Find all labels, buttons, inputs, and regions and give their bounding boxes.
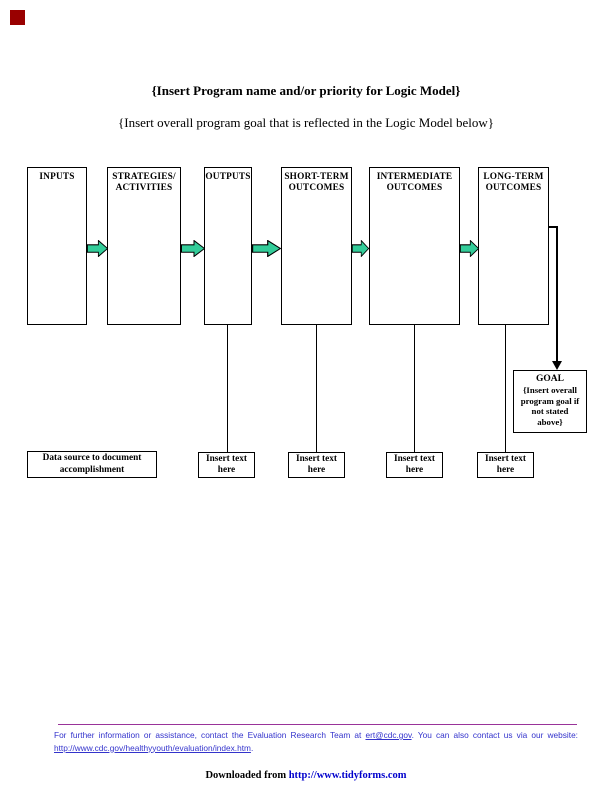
- flow-arrow-icon: [87, 240, 108, 257]
- footer-contact-prefix: For further information or assistance, c…: [54, 730, 366, 740]
- footer-rule: [58, 724, 577, 725]
- download-prefix: Downloaded from: [205, 770, 289, 781]
- column-box-intermediate-outcomes: INTERMEDIATE OUTCOMES: [369, 167, 460, 325]
- goal-box: GOAL {Insert overall program goal if not…: [513, 370, 587, 433]
- column-header: LONG-TERM OUTCOMES: [483, 172, 544, 193]
- connector-line-long-term: [505, 325, 506, 452]
- flow-arrow-icon: [352, 240, 369, 257]
- goal-body: {Insert overall program goal if not stat…: [520, 385, 580, 427]
- column-header: SHORT-TERM OUTCOMES: [284, 172, 349, 193]
- red-corner-marker: [10, 10, 25, 25]
- insert-text-box: Insert text here: [198, 452, 255, 478]
- flow-arrow-icon: [460, 240, 479, 257]
- column-box-inputs: INPUTS: [27, 167, 87, 325]
- page-title: {Insert Program name and/or priority for…: [151, 83, 461, 98]
- insert-text-box: Insert text here: [288, 452, 345, 478]
- column-box-long-term-outcomes: LONG-TERM OUTCOMES: [478, 167, 549, 325]
- column-box-outputs: OUTPUTS: [204, 167, 252, 325]
- footer-contact-line: For further information or assistance, c…: [54, 729, 578, 742]
- column-header: STRATEGIES/ ACTIVITIES: [112, 172, 176, 193]
- column-header: OUTPUTS: [205, 172, 251, 182]
- insert-text-box: Insert text here: [477, 452, 534, 478]
- footer-website-line: http://www.cdc.gov/healthyyouth/evaluati…: [54, 742, 578, 755]
- column-box-short-term-outcomes: SHORT-TERM OUTCOMES: [281, 167, 352, 325]
- goal-connector-vertical: [556, 226, 558, 361]
- page-subtitle: {Insert overall program goal that is ref…: [118, 115, 494, 130]
- goal-connector-arrowhead-icon: [552, 361, 562, 370]
- column-header: INPUTS: [39, 172, 75, 182]
- connector-line-outputs: [227, 325, 228, 452]
- download-watermark: Downloaded from http://www.tidyforms.com: [0, 770, 612, 781]
- flow-arrow-icon: [252, 240, 281, 257]
- insert-text-box: Insert text here: [386, 452, 443, 478]
- flow-arrow-icon: [181, 240, 205, 257]
- download-link[interactable]: http://www.tidyforms.com: [288, 770, 407, 781]
- website-link-period: .: [250, 742, 254, 753]
- column-box-strategies-activities: STRATEGIES/ ACTIVITIES: [107, 167, 181, 325]
- connector-line-intermediate: [414, 325, 415, 452]
- column-header: INTERMEDIATE OUTCOMES: [376, 172, 453, 193]
- footer-text: For further information or assistance, c…: [54, 729, 578, 754]
- data-source-box: Data source to document accomplishment: [27, 451, 157, 478]
- footer-contact-suffix: . You can also contact us via our websit…: [411, 730, 578, 740]
- goal-title: GOAL: [536, 374, 564, 384]
- website-link[interactable]: http://www.cdc.gov/healthyyouth/evaluati…: [54, 742, 251, 753]
- goal-connector-horizontal: [549, 226, 558, 228]
- connector-line-short-term: [316, 325, 317, 452]
- email-link[interactable]: ert@cdc.gov: [365, 730, 412, 740]
